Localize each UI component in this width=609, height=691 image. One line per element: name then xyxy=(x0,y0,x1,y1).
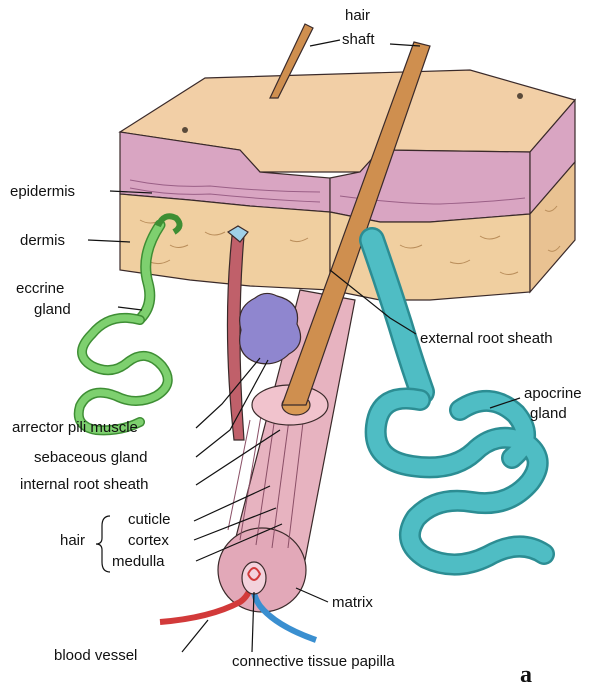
label-epidermis: epidermis xyxy=(10,183,75,200)
pore-dot xyxy=(182,127,188,133)
label-hair-shaft-line2: shaft xyxy=(342,31,375,48)
label-eccrine-line1: eccrine xyxy=(16,280,64,297)
label-cortex: cortex xyxy=(128,532,169,549)
label-internal-root-sheath: internal root sheath xyxy=(20,476,148,493)
label-apocrine-line2: gland xyxy=(530,405,567,422)
dermal-papilla xyxy=(242,562,266,594)
label-arrector-pili-muscle: arrector pili muscle xyxy=(12,419,138,436)
label-blood-vessel: blood vessel xyxy=(54,647,137,664)
label-sebaceous-gland: sebaceous gland xyxy=(34,449,147,466)
label-hair-shaft-line1: hair xyxy=(345,7,370,24)
label-dermis: dermis xyxy=(20,232,65,249)
label-apocrine-line1: apocrine xyxy=(524,385,582,402)
pore-dot xyxy=(517,93,523,99)
label-cuticle: cuticle xyxy=(128,511,171,528)
eccrine-coil-fill xyxy=(79,318,168,430)
figure-letter: a xyxy=(520,662,532,688)
label-connective-tissue-papilla: connective tissue papilla xyxy=(232,653,395,670)
label-matrix: matrix xyxy=(332,594,373,611)
label-medulla: medulla xyxy=(112,553,165,570)
label-external-root-sheath: external root sheath xyxy=(420,330,553,347)
label-hair: hair xyxy=(60,532,85,549)
label-eccrine-line2: gland xyxy=(34,301,71,318)
